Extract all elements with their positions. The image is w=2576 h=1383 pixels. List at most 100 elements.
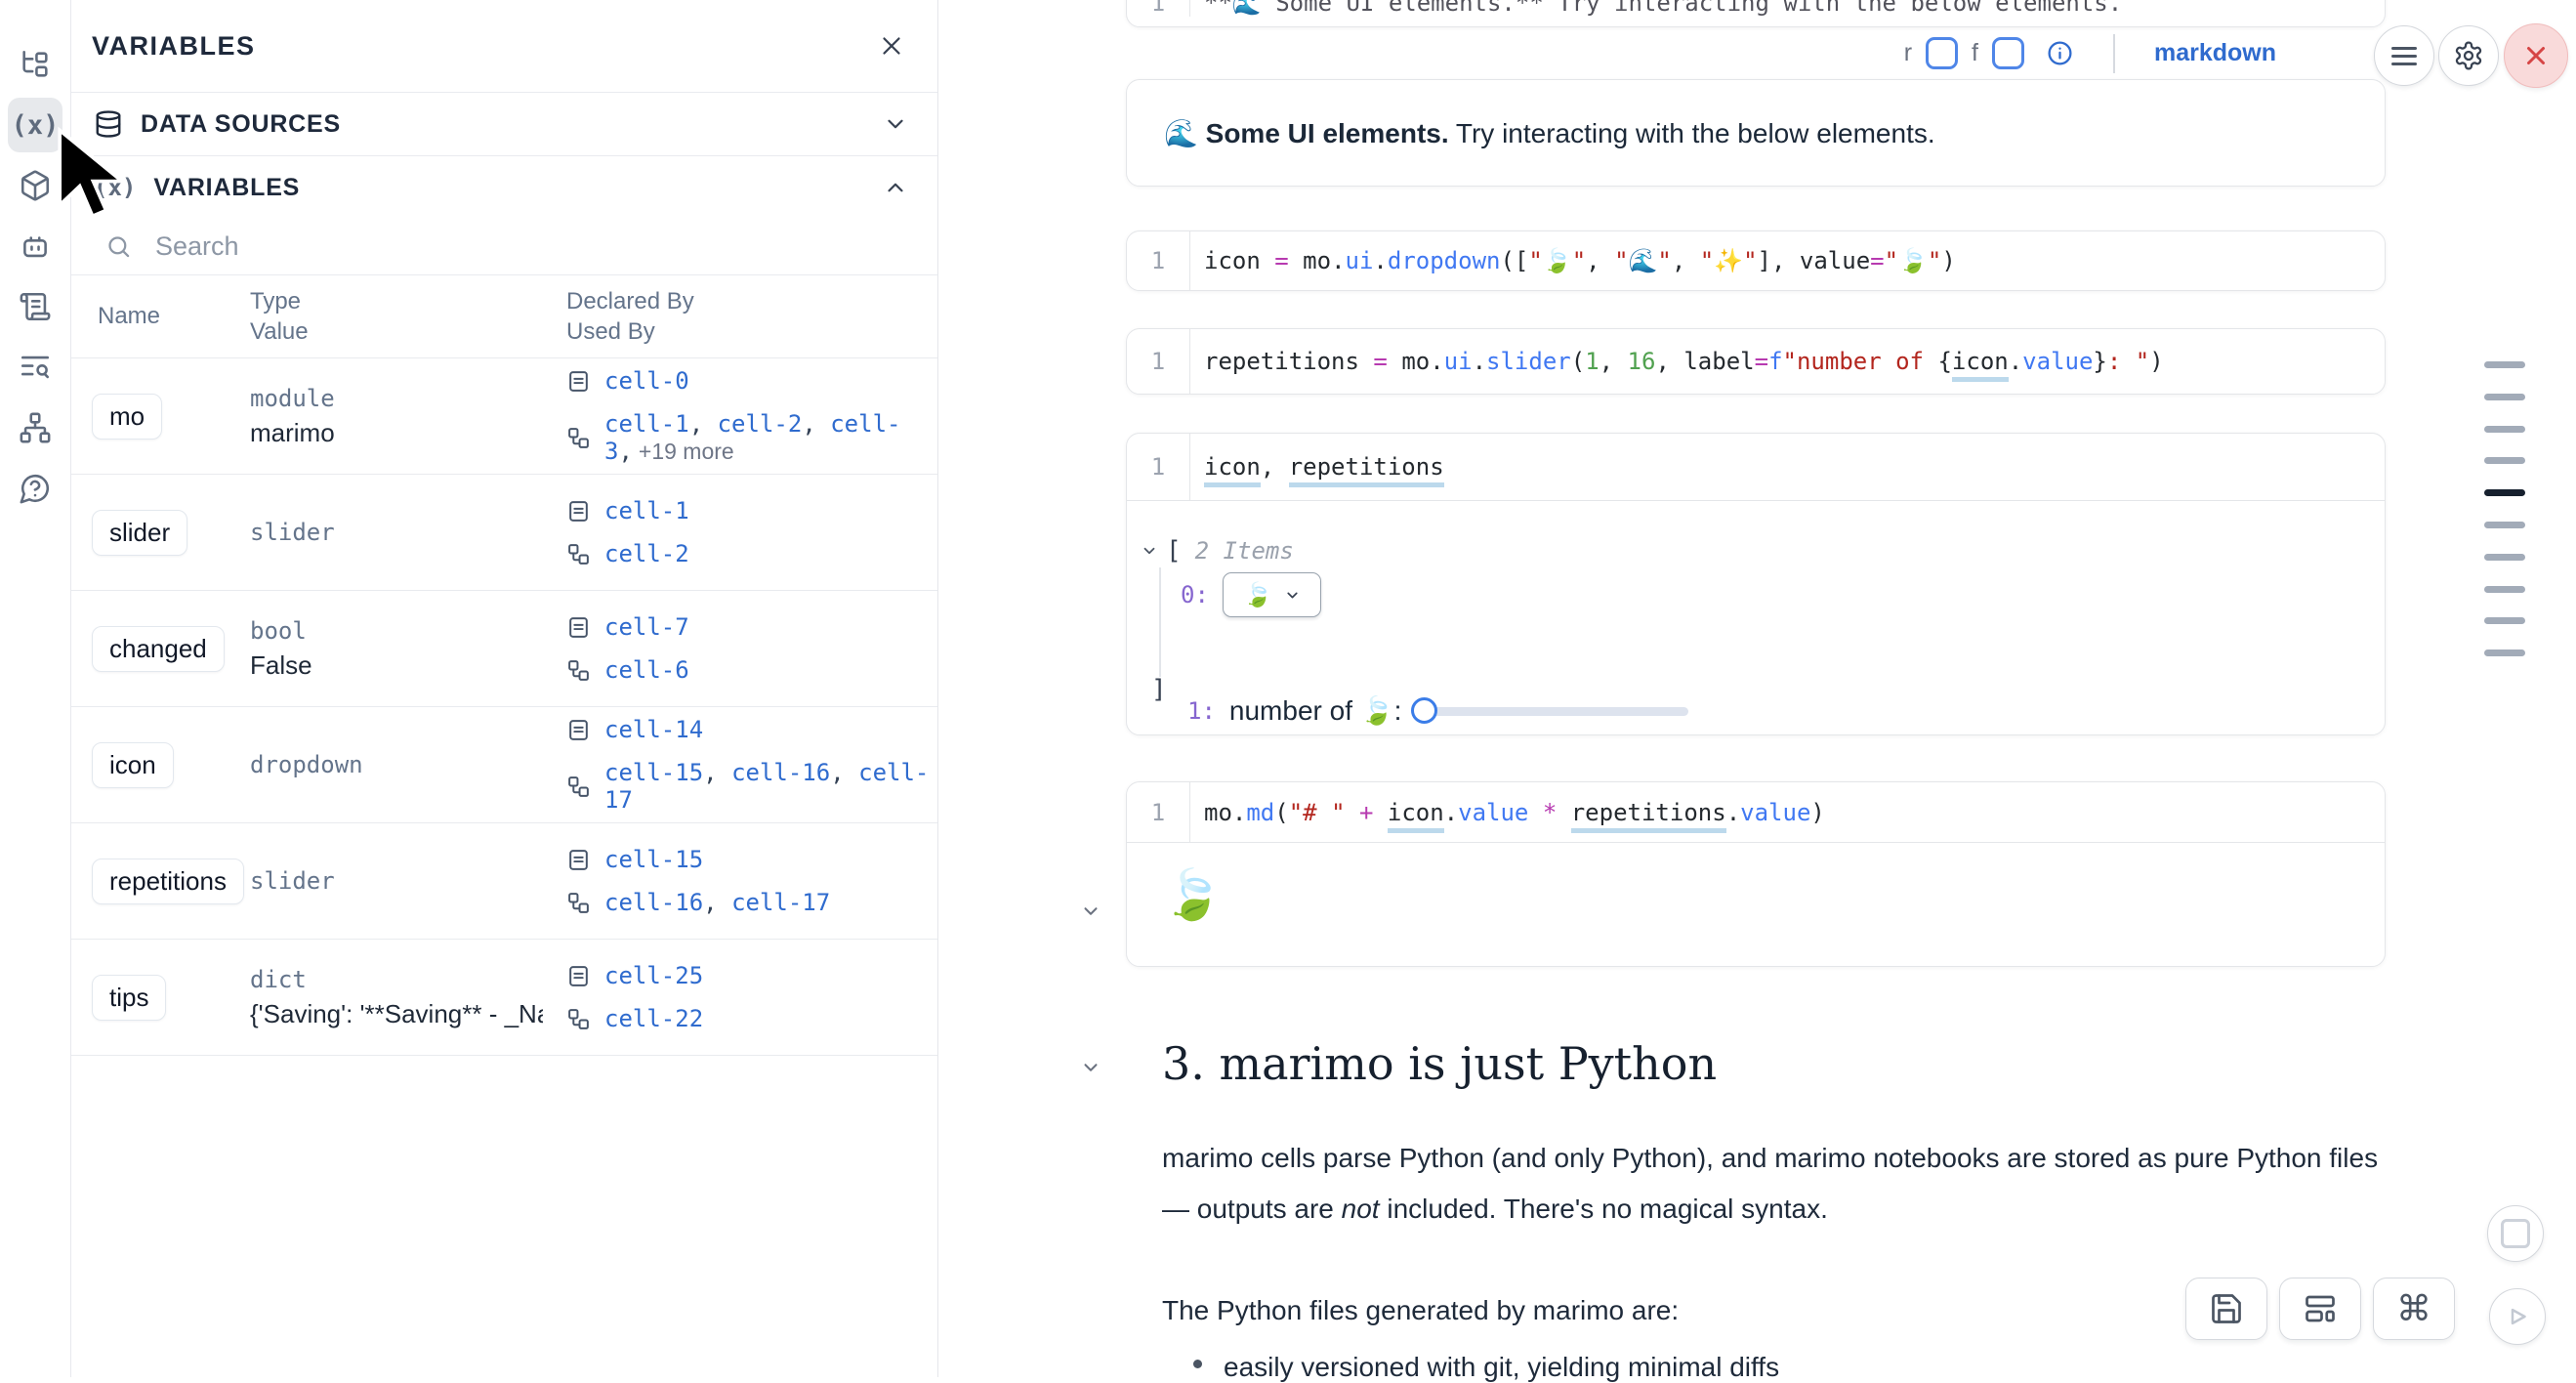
- minimap-cell-marker[interactable]: [2484, 553, 2525, 561]
- cell-link[interactable]: cell-0: [604, 367, 689, 395]
- cell-link[interactable]: cell-17: [731, 889, 831, 916]
- workflow-icon: [566, 1007, 591, 1031]
- minimap-cell-marker[interactable]: [2484, 522, 2525, 528]
- shutdown-button[interactable]: [2504, 23, 2568, 88]
- variable-chip[interactable]: tips: [92, 974, 167, 1021]
- items-count-label: 2 Items: [1194, 537, 1294, 565]
- cell-link[interactable]: cell-1: [604, 410, 689, 438]
- data-sources-section-header[interactable]: DATA SOURCES: [70, 93, 937, 156]
- sidebar-item-ai-assistant[interactable]: [8, 219, 62, 273]
- command-icon: ⌘: [2396, 1288, 2431, 1329]
- section-collapse-chevron-icon[interactable]: [1080, 1057, 1101, 1078]
- cell-link[interactable]: cell-22: [604, 1005, 704, 1032]
- info-icon[interactable]: [2046, 39, 2074, 67]
- cell-link[interactable]: cell-14: [604, 716, 704, 743]
- code-cell-slider: 1 repetitions = mo.ui.slider(1, 16, labe…: [1126, 328, 2386, 395]
- slider-thumb[interactable]: [1411, 696, 1438, 724]
- code-editor[interactable]: **🌊 Some UI elements.** Try interacting …: [1204, 0, 2137, 17]
- stop-icon: [2501, 1219, 2530, 1248]
- data-sources-title: DATA SOURCES: [141, 109, 341, 138]
- more-cells-label[interactable]: +19 more: [638, 439, 734, 464]
- sidebar-item-variables[interactable]: (x): [8, 98, 62, 152]
- code-editor[interactable]: icon = mo.ui.dropdown(["🍃", "🌊", "✨"], v…: [1204, 247, 1956, 274]
- variables-section-header[interactable]: (x) VARIABLES: [70, 156, 937, 219]
- cell-link[interactable]: cell-16: [604, 889, 704, 916]
- settings-button[interactable]: [2438, 25, 2499, 86]
- section-heading: 3. marimo is just Python: [1162, 1037, 1718, 1090]
- paragraph-line: marimo cells parse Python (and only Pyth…: [1162, 1143, 2379, 1173]
- cell-link[interactable]: cell-25: [604, 962, 704, 989]
- sidebar-item-packages[interactable]: [8, 158, 62, 213]
- close-panel-button[interactable]: [873, 27, 910, 64]
- cell-link[interactable]: cell-6: [604, 656, 689, 684]
- menu-button[interactable]: [2374, 25, 2434, 86]
- output-collapse-chevron-icon[interactable]: [1080, 901, 1101, 922]
- minimap-cell-marker[interactable]: [2484, 617, 2525, 625]
- variables-icon: (x): [11, 109, 60, 141]
- search-input[interactable]: [153, 230, 914, 263]
- sidebar-item-file-tree[interactable]: [8, 37, 62, 92]
- output-text: Try interacting with the below elements.: [1448, 117, 1935, 148]
- workflow-icon: [566, 658, 591, 683]
- minimap-cell-marker[interactable]: [2484, 393, 2525, 400]
- column-header-declared-used: Declared By Used By: [566, 288, 694, 345]
- cell-link[interactable]: cell-2: [604, 540, 689, 567]
- sidebar-item-dependencies[interactable]: [8, 400, 62, 455]
- emoji-output: 🍃: [1162, 867, 1224, 922]
- minimap-cell-marker[interactable]: [2484, 457, 2525, 465]
- help-icon: [19, 472, 52, 505]
- cell-link[interactable]: cell-1: [604, 497, 689, 524]
- stop-button[interactable]: [2487, 1205, 2544, 1262]
- tree-output: [ 2 Items 0: 🍃 1: number of 🍃:: [1127, 501, 2385, 735]
- variable-chip[interactable]: repetitions: [92, 858, 244, 904]
- cell-link[interactable]: cell-15: [604, 759, 704, 786]
- format-toggle-icon[interactable]: [1991, 37, 2024, 69]
- tree-index-0: 0:: [1181, 581, 1209, 608]
- table-row: icon dropdown cell-14 cell-15, cell-16, …: [70, 707, 937, 823]
- sidebar-item-logs[interactable]: [8, 340, 62, 395]
- search-icon: [105, 233, 132, 260]
- text-search-icon: [19, 351, 52, 384]
- run-button[interactable]: [2489, 1288, 2546, 1345]
- cell-link[interactable]: cell-7: [604, 613, 689, 641]
- layout-button[interactable]: [2279, 1278, 2361, 1340]
- cell-link[interactable]: cell-15: [604, 846, 704, 873]
- cell-language-badge[interactable]: markdown: [2153, 39, 2276, 66]
- run-toggle-icon[interactable]: [1926, 37, 1959, 69]
- minimap-cell-marker[interactable]: [2484, 489, 2525, 497]
- variable-chip[interactable]: slider: [92, 509, 188, 556]
- collapse-chevron-icon[interactable]: [1141, 542, 1158, 560]
- dropdown-select[interactable]: 🍃: [1222, 572, 1321, 617]
- minimap-cell-marker[interactable]: [2484, 585, 2525, 593]
- table-row: changed bool False cell-7 cell-6: [70, 591, 937, 707]
- cell-link[interactable]: cell-3: [604, 410, 901, 465]
- repetitions-slider[interactable]: [1411, 696, 1689, 726]
- table-row: repetitions slider cell-15 cell-16, cell…: [70, 823, 937, 940]
- sidebar-item-snippets[interactable]: [8, 279, 62, 334]
- variable-type: dropdown: [250, 751, 363, 778]
- code-editor[interactable]: mo.md("# " + icon.value * repetitions.va…: [1190, 798, 2385, 833]
- file-tree-icon: [19, 48, 52, 81]
- line-number: 1: [1150, 0, 1166, 17]
- slider-track[interactable]: [1411, 706, 1689, 716]
- variable-value: {'Saving': '**Saving** - _Na...: [250, 998, 543, 1028]
- variables-table-header: Name Type Value Declared By Used By: [70, 275, 937, 358]
- variable-chip[interactable]: changed: [92, 625, 225, 672]
- code-editor[interactable]: repetitions = mo.ui.slider(1, 16, label=…: [1190, 348, 2385, 382]
- code-editor[interactable]: icon, repetitions: [1190, 453, 2385, 487]
- icon-rail: (x): [0, 0, 71, 1377]
- command-palette-button[interactable]: ⌘: [2373, 1278, 2455, 1340]
- sidebar-item-help[interactable]: [8, 461, 62, 516]
- save-button[interactable]: [2185, 1278, 2267, 1340]
- code-cell-dropdown: 1 icon = mo.ui.dropdown(["🍃", "🌊", "✨"],…: [1126, 230, 2386, 291]
- cell-link[interactable]: cell-2: [717, 410, 803, 438]
- minimap-cell-marker[interactable]: [2484, 425, 2525, 433]
- minimap-cell-marker[interactable]: [2484, 650, 2525, 657]
- cell-link[interactable]: cell-16: [731, 759, 831, 786]
- cell-link[interactable]: cell-17: [604, 759, 930, 814]
- minimap-cell-marker[interactable]: [2484, 361, 2525, 368]
- variable-chip[interactable]: icon: [92, 741, 174, 788]
- variable-chip[interactable]: mo: [92, 393, 163, 440]
- document-icon: [566, 369, 591, 394]
- variables-section-title: VARIABLES: [153, 173, 301, 201]
